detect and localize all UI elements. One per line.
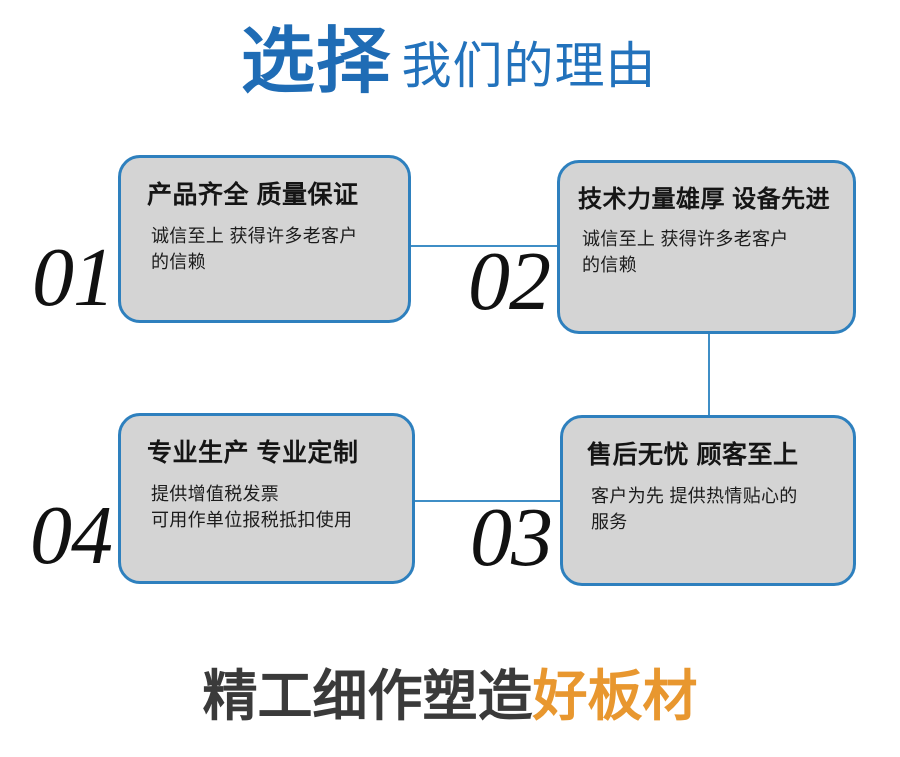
footer-slogan-accent: 好板材 bbox=[532, 665, 698, 727]
reason-card-03-title: 售后无忧 顾客至上 bbox=[587, 441, 799, 469]
reason-card-03-number: 03 bbox=[470, 491, 553, 584]
reason-card-02-body-line-1: 诚信至上 获得许多老客户 bbox=[582, 229, 789, 250]
connector-card-02-to-card-03 bbox=[708, 332, 710, 418]
footer-slogan: 精工细作塑造好板材 bbox=[0, 669, 900, 724]
reason-card-01-body-line-1: 诚信至上 获得许多老客户 bbox=[151, 225, 358, 246]
reason-card-02-body-line-2: 的信赖 bbox=[582, 255, 637, 276]
reason-card-02-title: 技术力量雄厚 设备先进 bbox=[578, 186, 831, 213]
reason-card-02[interactable]: 技术力量雄厚 设备先进 诚信至上 获得许多老客户 的信赖 bbox=[557, 160, 856, 334]
reason-card-04-title: 专业生产 专业定制 bbox=[147, 439, 359, 467]
reason-card-03-content: 售后无忧 顾客至上 客户为先 提供热情贴心的 服务 bbox=[563, 418, 853, 583]
reason-card-02-content: 技术力量雄厚 设备先进 诚信至上 获得许多老客户 的信赖 bbox=[560, 163, 853, 331]
reason-card-04[interactable]: 专业生产 专业定制 提供增值税发票 可用作单位报税抵扣使用 bbox=[118, 413, 415, 584]
reason-card-01-content: 产品齐全 质量保证 诚信至上 获得许多老客户 的信赖 bbox=[121, 158, 408, 320]
reason-card-04-body: 提供增值税发票 可用作单位报税抵扣使用 bbox=[147, 481, 402, 533]
connector-card-04-to-card-03 bbox=[412, 500, 562, 502]
reason-card-03-body-line-2: 服务 bbox=[591, 511, 628, 532]
reason-card-01[interactable]: 产品齐全 质量保证 诚信至上 获得许多老客户 的信赖 bbox=[118, 155, 411, 323]
page-title: 选择我们的理由 bbox=[0, 26, 900, 98]
reason-card-03-body-line-1: 客户为先 提供热情贴心的 bbox=[591, 485, 798, 506]
page-title-strong: 选择 bbox=[241, 22, 392, 102]
reason-card-04-content: 专业生产 专业定制 提供增值税发票 可用作单位报税抵扣使用 bbox=[121, 416, 412, 581]
reason-card-01-body-line-2: 的信赖 bbox=[151, 251, 206, 272]
reason-card-04-body-line-1: 提供增值税发票 bbox=[151, 483, 280, 504]
reason-card-01-body: 诚信至上 获得许多老客户 的信赖 bbox=[147, 223, 398, 275]
reason-card-03[interactable]: 售后无忧 顾客至上 客户为先 提供热情贴心的 服务 bbox=[560, 415, 856, 586]
reason-card-04-body-line-2: 可用作单位报税抵扣使用 bbox=[151, 509, 353, 530]
connector-card-01-to-card-02 bbox=[410, 245, 560, 247]
reason-card-03-body: 客户为先 提供热情贴心的 服务 bbox=[587, 483, 843, 535]
page-title-light: 我们的理由 bbox=[401, 38, 657, 94]
reason-card-02-body: 诚信至上 获得许多老客户 的信赖 bbox=[578, 226, 843, 278]
reason-card-04-number: 04 bbox=[30, 489, 113, 582]
footer-slogan-dark: 精工细作塑造 bbox=[202, 665, 533, 727]
reason-card-02-number: 02 bbox=[468, 235, 551, 328]
reason-card-01-number: 01 bbox=[32, 231, 115, 324]
reason-card-01-title: 产品齐全 质量保证 bbox=[147, 181, 359, 209]
